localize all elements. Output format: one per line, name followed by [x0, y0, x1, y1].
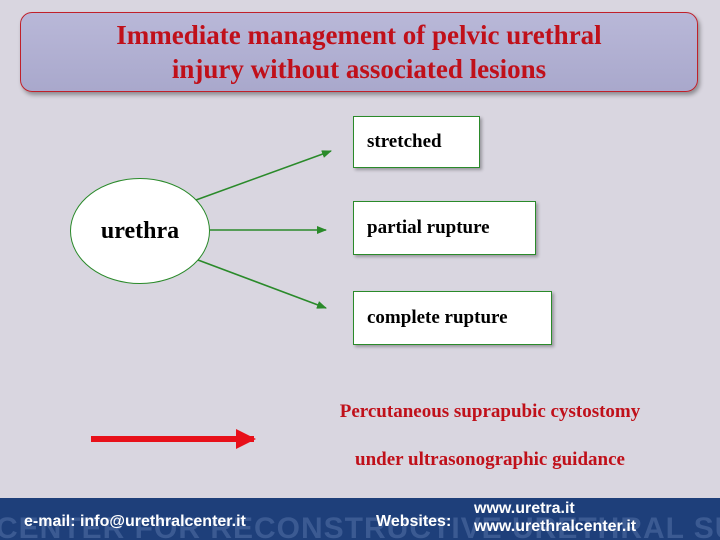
title-line-2: injury without associated lesions [171, 54, 547, 84]
title-line-1: Immediate management of pelvic urethral [116, 20, 602, 50]
partial-rupture-label: partial rupture [367, 217, 490, 238]
connector-to-stretched [195, 150, 332, 201]
complete-rupture-label: complete rupture [367, 307, 508, 328]
conclusion-line-1: Percutaneous suprapubic cystostomy [339, 401, 641, 422]
footer-email[interactable]: e-mail: info@urethralcenter.it [24, 513, 246, 530]
footer-bar: CENTER FOR RECONSTRUCTIVE URETHRAL SURGE… [0, 498, 720, 540]
footer-website-1[interactable]: www.uretra.it [474, 500, 575, 517]
footer-websites-label: Websites: [376, 513, 452, 530]
footer-website-2[interactable]: www.urethralcenter.it [474, 518, 637, 535]
footer-watermark: CENTER FOR RECONSTRUCTIVE URETHRAL SURGE… [0, 512, 720, 540]
partial-rupture-box: partial rupture [353, 201, 536, 255]
conclusion-line-2: under ultrasonographic guidance [355, 449, 625, 470]
complete-rupture-box: complete rupture [353, 291, 552, 345]
stretched-label: stretched [367, 131, 442, 152]
connector-to-complete-rupture [197, 259, 327, 309]
urethra-label: urethra [100, 217, 180, 244]
urethra-node: urethra [70, 178, 210, 284]
title-box: Immediate management of pelvic urethral … [20, 12, 698, 92]
stretched-box: stretched [353, 116, 480, 168]
